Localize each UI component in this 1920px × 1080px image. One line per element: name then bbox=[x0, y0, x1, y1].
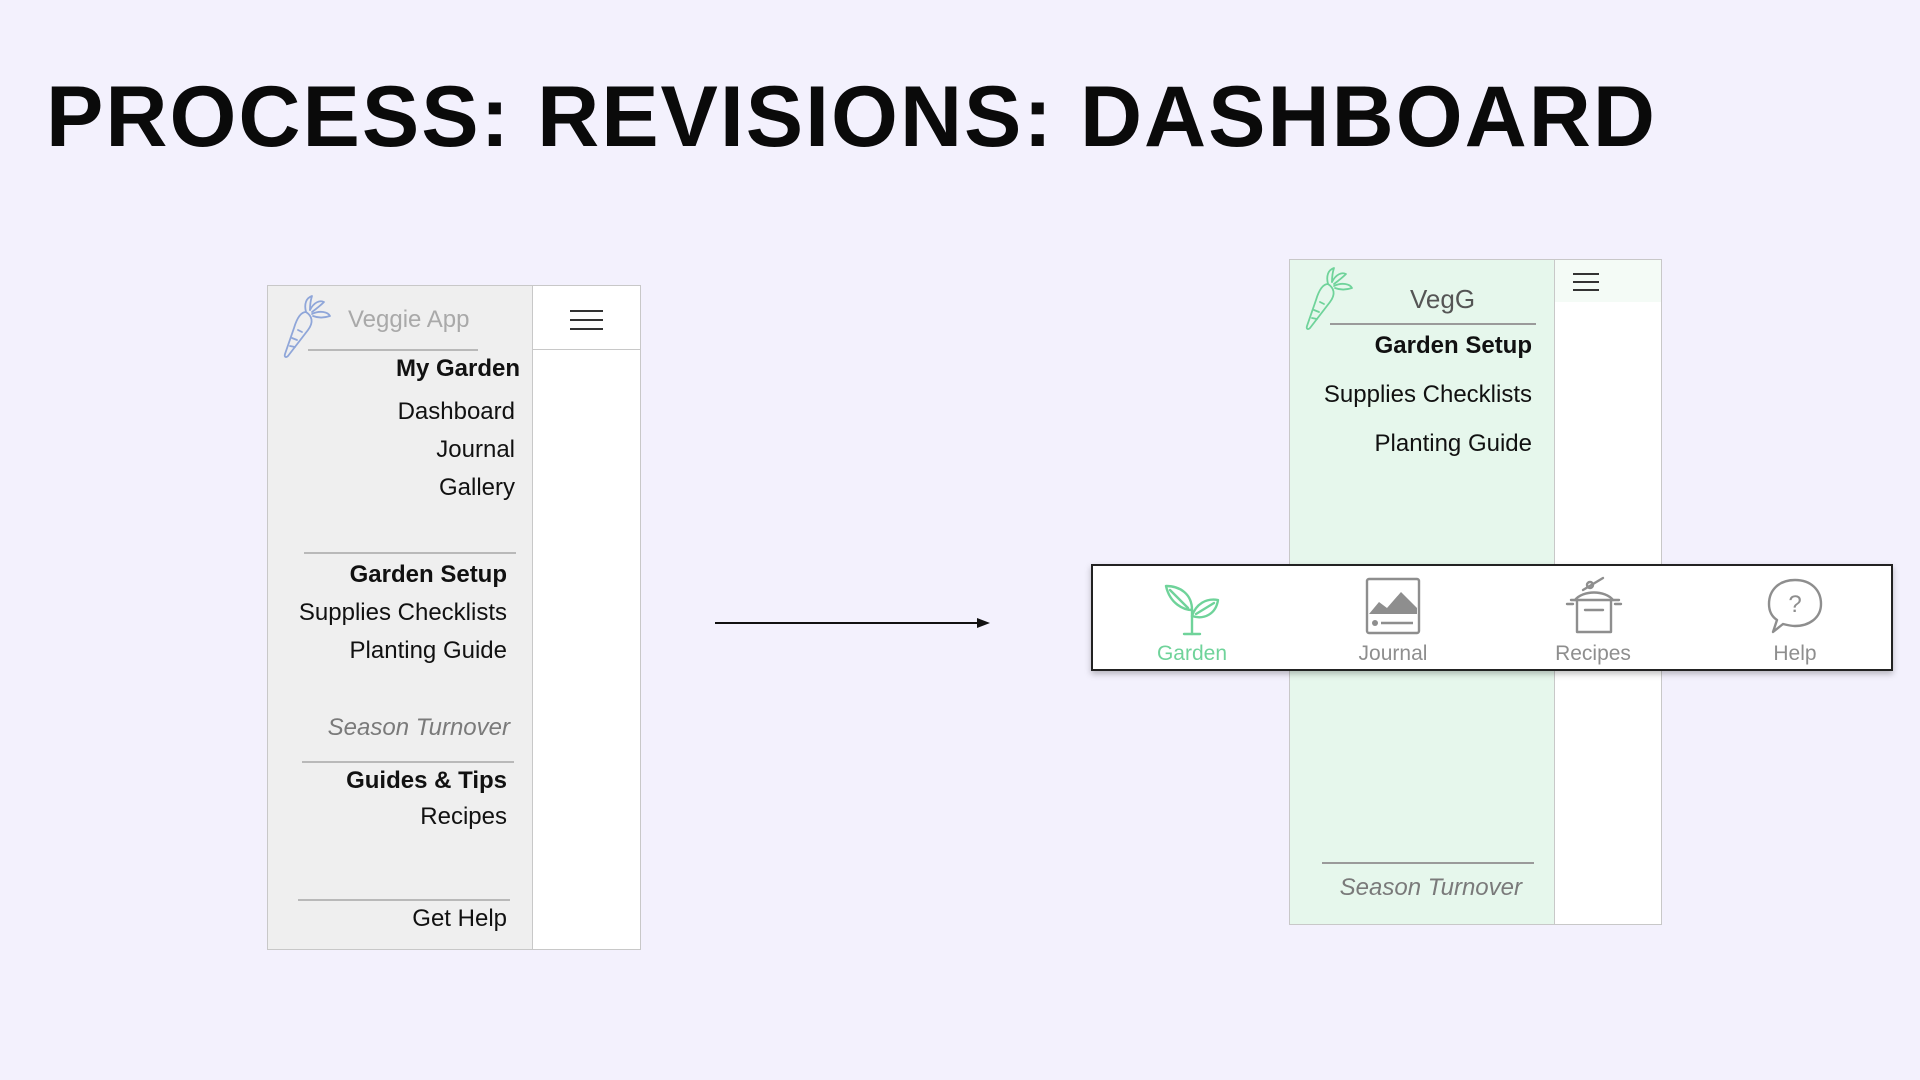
svg-text:?: ? bbox=[1788, 591, 1801, 618]
tab-label-garden: Garden bbox=[1156, 642, 1228, 665]
new-app-name: VegG bbox=[1410, 284, 1476, 314]
nav-item-planting-guide[interactable]: Planting Guide bbox=[349, 637, 507, 664]
nav-item-season-turnover[interactable]: Season Turnover bbox=[327, 714, 510, 741]
old-app-name: Veggie App bbox=[348, 306, 470, 333]
page-title: PROCESS: REVISIONS: DASHBOARD bbox=[46, 69, 1657, 165]
help-bubble-icon: ? bbox=[1767, 578, 1823, 634]
nav-item-planting-guide[interactable]: Planting Guide bbox=[1374, 430, 1532, 457]
nav-heading-garden-setup[interactable]: Garden Setup bbox=[349, 561, 507, 588]
nav-item-supplies-checklists[interactable]: Supplies Checklists bbox=[298, 599, 507, 626]
tab-label-journal: Journal bbox=[1358, 642, 1428, 665]
hamburger-menu-icon[interactable] bbox=[1573, 273, 1599, 297]
tab-label-recipes: Recipes bbox=[1555, 642, 1631, 665]
nav-heading-guides-tips[interactable]: Guides & Tips bbox=[346, 767, 507, 794]
bottom-tab-bar: Garden Journal Recipes ? bbox=[1091, 564, 1893, 671]
nav-item-supplies-checklists[interactable]: Supplies Checklists bbox=[1323, 381, 1532, 408]
image-icon bbox=[1365, 577, 1421, 635]
divider bbox=[298, 899, 510, 901]
divider bbox=[1330, 323, 1536, 325]
nav-heading-garden-setup[interactable]: Garden Setup bbox=[1374, 332, 1532, 359]
new-content-header bbox=[1555, 260, 1661, 302]
divider bbox=[1322, 862, 1534, 864]
arrow-right-icon bbox=[715, 618, 990, 628]
cooking-pot-icon bbox=[1565, 576, 1623, 634]
tab-label-help: Help bbox=[1773, 642, 1817, 665]
nav-item-gallery[interactable]: Gallery bbox=[438, 474, 515, 501]
nav-item-dashboard[interactable]: Dashboard bbox=[397, 398, 515, 425]
tab-journal[interactable]: Journal bbox=[1318, 566, 1468, 668]
nav-item-get-help[interactable]: Get Help bbox=[412, 905, 507, 932]
carrot-logo-icon bbox=[1305, 267, 1353, 330]
nav-item-recipes[interactable]: Recipes bbox=[420, 803, 507, 830]
divider bbox=[304, 552, 516, 554]
tab-recipes[interactable]: Recipes bbox=[1518, 566, 1668, 668]
divider bbox=[302, 761, 514, 763]
divider bbox=[308, 349, 478, 351]
hamburger-menu-icon[interactable] bbox=[570, 310, 603, 337]
nav-heading-my-garden[interactable]: My Garden bbox=[395, 355, 520, 382]
old-nav-drawer: Veggie App My Garden Dashboard Journal G… bbox=[267, 285, 533, 950]
carrot-logo-icon bbox=[283, 295, 331, 358]
nav-item-season-turnover[interactable]: Season Turnover bbox=[1339, 874, 1522, 901]
old-content-area bbox=[533, 285, 641, 950]
tab-garden[interactable]: Garden bbox=[1117, 566, 1267, 668]
tab-help[interactable]: ? Help bbox=[1720, 566, 1870, 668]
old-content-header bbox=[533, 286, 640, 350]
nav-item-journal[interactable]: Journal bbox=[436, 436, 515, 463]
sprout-icon bbox=[1164, 584, 1220, 636]
